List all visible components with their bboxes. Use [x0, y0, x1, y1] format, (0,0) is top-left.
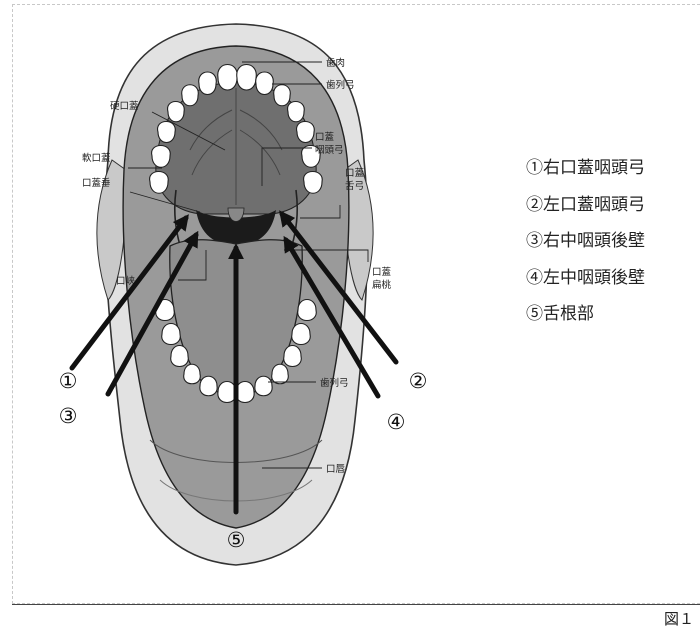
legend-item-3: ③右中咽頭後壁 [526, 223, 645, 260]
label-hard-palate: 硬口蓋 [110, 100, 139, 112]
marker-1: ① [59, 369, 78, 393]
marker-5: ⑤ [227, 528, 246, 552]
label-gingiva: 歯肉 [326, 57, 345, 69]
label-lips: 口唇 [326, 464, 346, 475]
label-palatine-tonsil-line2: 扁桃 [372, 279, 392, 291]
legend-item-5: ⑤舌根部 [526, 296, 645, 333]
label-palatopharyngeal-arch-line2: 咽頭弓 [315, 145, 344, 156]
label-lower-dental-arch: 歯列弓 [320, 377, 349, 389]
figure-caption: 図１ [664, 608, 694, 629]
legend-item-2: ②左口蓋咽頭弓 [526, 187, 645, 224]
label-upper-dental-arch: 歯列弓 [326, 79, 355, 91]
label-soft-palate: 軟口蓋 [82, 152, 111, 164]
label-palatine-tonsil-line1: 口蓋 [372, 266, 392, 278]
marker-3: ③ [59, 404, 78, 428]
label-palatoglossal-arch-line2: 舌弓 [345, 181, 364, 192]
oral-cavity-illustration: 歯肉 歯列弓 硬口蓋 口蓋 咽頭弓 軟口蓋 口蓋垂 口蓋 舌弓 口蓋 扁桃 口峡… [0, 0, 520, 600]
figure-bottom-rule [12, 604, 700, 605]
label-palatine-tonsil: 口蓋 扁桃 [372, 266, 394, 291]
marker-4: ④ [387, 410, 406, 434]
legend-item-4: ④左中咽頭後壁 [526, 260, 645, 297]
label-uvula: 口蓋垂 [82, 177, 111, 189]
legend-item-1: ①右口蓋咽頭弓 [526, 150, 645, 187]
marker-2: ② [409, 369, 428, 393]
marker-legend: ①右口蓋咽頭弓 ②左口蓋咽頭弓 ③右中咽頭後壁 ④左中咽頭後壁 ⑤舌根部 [526, 150, 645, 333]
label-palatopharyngeal-arch-line1: 口蓋 [315, 131, 335, 143]
label-palatoglossal-arch-line1: 口蓋 [345, 167, 365, 179]
